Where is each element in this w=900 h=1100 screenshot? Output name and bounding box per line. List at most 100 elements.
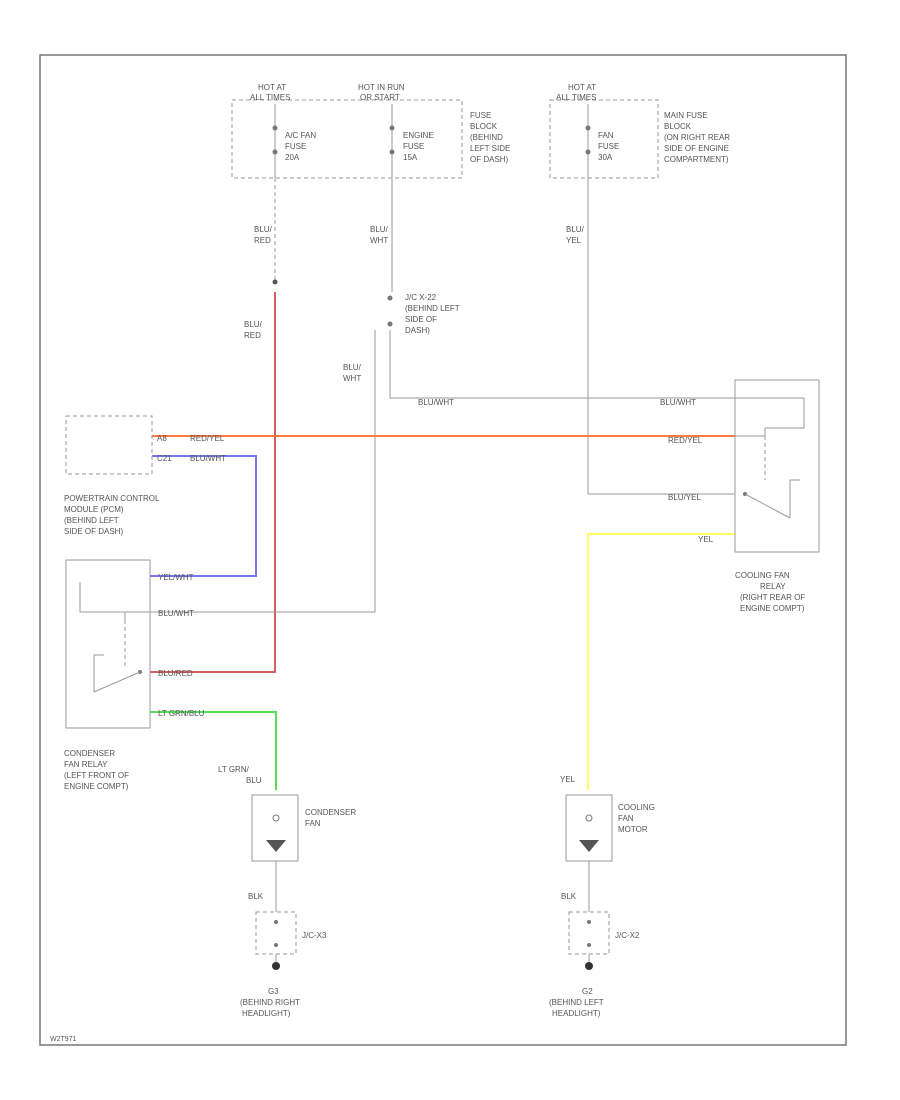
wire-pcm-blu-wht: [150, 455, 257, 577]
svg-text:COOLING FAN: COOLING FAN: [735, 571, 790, 580]
main-fuse-block-label: MAIN FUSE BLOCK (ON RIGHT REAR SIDE OF E…: [664, 111, 730, 164]
main-fuse-block-box: [549, 99, 659, 179]
pcm-pin-a8: A8: [157, 434, 167, 443]
svg-text:COMPARTMENT): COMPARTMENT): [664, 155, 729, 164]
condenser-wire-label-3: BLU/RED: [158, 669, 193, 678]
fan-fuse: FAN FUSE 30A: [585, 104, 619, 178]
svg-text:30A: 30A: [598, 153, 613, 162]
wire-lt-grn-blu: [150, 711, 277, 790]
svg-text:HEADLIGHT): HEADLIGHT): [242, 1009, 291, 1018]
svg-text:SIDE OF DASH): SIDE OF DASH): [64, 527, 123, 536]
condenser-wire-label-1: YEL/WHT: [158, 573, 194, 582]
svg-text:J/C X-22: J/C X-22: [405, 293, 437, 302]
svg-text:BLU/: BLU/: [343, 363, 362, 372]
lt-grn-blu-label: LT GRN/ BLU: [218, 765, 262, 785]
svg-text:BLU/: BLU/: [254, 225, 273, 234]
svg-text:CONDENSER: CONDENSER: [64, 749, 115, 758]
svg-text:BLOCK: BLOCK: [470, 122, 498, 131]
svg-text:CONDENSER: CONDENSER: [305, 808, 356, 817]
label-blu-wht-2: BLU/ WHT: [343, 363, 362, 383]
pcm-box: [65, 415, 153, 475]
fuse-block-box: [231, 99, 463, 179]
pcm-wire-label-1: RED/YEL: [190, 434, 225, 443]
label-blu-yel-relay: BLU/YEL: [668, 493, 701, 502]
jc-x2-label: J/C-X2: [615, 931, 640, 940]
ground-g3-label: G3 (BEHIND RIGHT HEADLIGHT): [240, 987, 300, 1018]
label-blu-red-1: BLU/ RED: [254, 225, 273, 245]
jc-x2: [568, 911, 610, 970]
label-blu-wht-relay: BLU/WHT: [660, 398, 696, 407]
condenser-wire-label-2: BLU/WHT: [158, 609, 194, 618]
svg-text:FUSE: FUSE: [598, 142, 619, 151]
wire-blu-wht-to-condenser-relay: [150, 330, 376, 613]
svg-text:MOTOR: MOTOR: [618, 825, 648, 834]
svg-text:MODULE (PCM): MODULE (PCM): [64, 505, 124, 514]
condenser-fan-label: CONDENSER FAN: [305, 808, 356, 828]
wire-blu-yel: [587, 178, 735, 495]
cooling-fan-relay-label: COOLING FAN RELAY (RIGHT REAR OF ENGINE …: [735, 571, 805, 613]
svg-text:(BEHIND RIGHT: (BEHIND RIGHT: [240, 998, 300, 1007]
svg-text:(LEFT FRONT OF: (LEFT FRONT OF: [64, 771, 129, 780]
junction-x22-dot-2: [387, 321, 393, 327]
svg-text:DASH): DASH): [405, 326, 430, 335]
label-yel-relay: YEL: [698, 535, 714, 544]
hot-at-all-times-left-label: HOT AT ALL TIMES: [250, 83, 290, 102]
wire-splice-dot: [272, 279, 278, 285]
hot-at-all-times-right-label: HOT AT ALL TIMES: [556, 83, 596, 102]
svg-text:BLU/: BLU/: [566, 225, 585, 234]
svg-text:SIDE OF ENGINE: SIDE OF ENGINE: [664, 144, 729, 153]
svg-text:HEADLIGHT): HEADLIGHT): [552, 1009, 601, 1018]
label-blu-yel: BLU/ YEL: [566, 225, 585, 245]
svg-text:BLU/: BLU/: [244, 320, 263, 329]
svg-text:(BEHIND: (BEHIND: [470, 133, 503, 142]
wire-blu-red: [150, 292, 276, 673]
svg-text:WHT: WHT: [370, 236, 388, 245]
label-blu-wht-horizontal: BLU/WHT: [418, 398, 454, 407]
svg-text:SIDE OF: SIDE OF: [405, 315, 437, 324]
svg-text:LEFT SIDE: LEFT SIDE: [470, 144, 510, 153]
svg-text:ENGINE COMPT): ENGINE COMPT): [64, 782, 129, 791]
svg-text:(BEHIND LEFT: (BEHIND LEFT: [549, 998, 604, 1007]
wire-yel: [587, 533, 735, 790]
pcm-label: POWERTRAIN CONTROL MODULE (PCM) (BEHIND …: [64, 494, 160, 536]
jc-x3: [255, 911, 297, 970]
condenser-fan-relay-label: CONDENSER FAN RELAY (LEFT FRONT OF ENGIN…: [64, 749, 129, 791]
svg-text:FAN RELAY: FAN RELAY: [64, 760, 108, 769]
svg-text:FAN: FAN: [305, 819, 321, 828]
pcm-pin-c21: C21: [157, 454, 172, 463]
svg-text:ENGINE: ENGINE: [403, 131, 434, 140]
svg-text:HOT AT: HOT AT: [568, 83, 596, 92]
svg-text:BLOCK: BLOCK: [664, 122, 692, 131]
svg-text:(BEHIND LEFT: (BEHIND LEFT: [405, 304, 460, 313]
svg-text:(BEHIND LEFT: (BEHIND LEFT: [64, 516, 119, 525]
junction-x22-label: J/C X-22 (BEHIND LEFT SIDE OF DASH): [405, 293, 460, 335]
svg-text:ENGINE COMPT): ENGINE COMPT): [740, 604, 805, 613]
svg-text:BLU/: BLU/: [370, 225, 389, 234]
svg-text:HOT IN RUN: HOT IN RUN: [358, 83, 405, 92]
svg-text:RED: RED: [254, 236, 271, 245]
engine-fuse: ENGINE FUSE 15A: [389, 104, 434, 178]
svg-text:ALL TIMES: ALL TIMES: [556, 93, 596, 102]
svg-text:15A: 15A: [403, 153, 418, 162]
svg-text:RELAY: RELAY: [760, 582, 786, 591]
svg-text:G3: G3: [268, 987, 279, 996]
label-blu-wht-1: BLU/ WHT: [370, 225, 389, 245]
wire-blu-wht-to-cooling-relay: [389, 330, 735, 399]
svg-text:YEL: YEL: [566, 236, 582, 245]
condenser-wire-label-4: LT GRN/BLU: [158, 709, 205, 718]
ac-fan-fuse: A/C FAN FUSE 20A: [272, 104, 316, 178]
label-blu-red-2: BLU/ RED: [244, 320, 263, 340]
svg-text:RED: RED: [244, 331, 261, 340]
pcm-wire-label-2: BLU/WHT: [190, 454, 226, 463]
svg-text:COOLING: COOLING: [618, 803, 655, 812]
svg-text:G2: G2: [582, 987, 593, 996]
svg-text:LT GRN/: LT GRN/: [218, 765, 250, 774]
svg-text:FUSE: FUSE: [403, 142, 424, 151]
svg-text:A/C FAN: A/C FAN: [285, 131, 316, 140]
diagram-frame: [39, 54, 847, 1046]
svg-text:(ON RIGHT REAR: (ON RIGHT REAR: [664, 133, 730, 142]
svg-text:WHT: WHT: [343, 374, 361, 383]
figure-id: W2T971: [50, 1036, 77, 1043]
cooling-fan-relay: [734, 379, 820, 553]
cooling-fan-motor-label: COOLING FAN MOTOR: [618, 803, 655, 834]
